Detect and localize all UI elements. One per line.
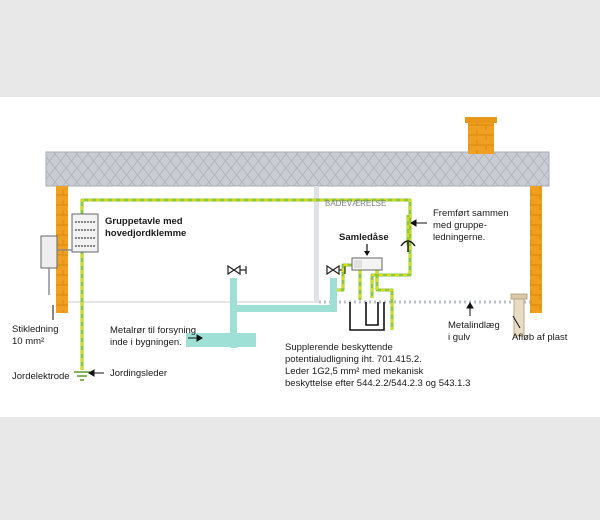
drain-icon: [510, 293, 528, 337]
label-supplerende-3: Leder 1G2,5 mm² med mekanisk: [285, 366, 424, 377]
label-metalindlaeg-2: i gulv: [448, 332, 470, 343]
chimney: [468, 120, 494, 154]
label-jordingsleder: Jordingsleder: [110, 368, 167, 379]
water-supply-pipe: [186, 278, 337, 348]
label-afloeb: Afløb af plast: [512, 332, 568, 343]
arrow-icon: [364, 251, 370, 256]
label-gruppetavle-1: Gruppetavle med: [105, 216, 183, 227]
label-metalindlaeg-1: Metalindlæg: [448, 320, 500, 331]
chimney-cap: [465, 117, 497, 123]
label-stikledning-1: Stikledning: [12, 324, 58, 335]
pointer-arrows: [52, 219, 521, 377]
label-fremfoert-2: med gruppe-: [433, 220, 487, 231]
diagram-background: [0, 97, 600, 417]
right-wall: [530, 186, 542, 313]
bonding-conductor: [349, 302, 385, 331]
label-metalroer-2: inde i bygningen.: [110, 337, 182, 348]
label-fremfoert-3: ledningerne.: [433, 232, 485, 243]
label-supplerende-4: beskyttelse efter 544.2.2/544.2.3 og 543…: [285, 378, 470, 389]
bathroom-wall: [314, 186, 319, 303]
valve-icon: [227, 264, 247, 276]
label-supplerende-1: Supplerende beskyttende: [285, 342, 393, 353]
distribution-board: [71, 213, 99, 253]
outlet-icon: [400, 240, 416, 252]
label-badevaerelse: BADEVÆRELSE: [325, 199, 386, 208]
label-jordelektrode: Jordelektrode: [12, 371, 70, 382]
label-supplerende-2: potentialudligning iht. 701.415.2.: [285, 354, 422, 365]
label-stikledning-2: 10 mm²: [12, 336, 44, 347]
junction-box: [351, 257, 383, 271]
meter-box: [40, 235, 72, 295]
label-samledaase: Samledåse: [339, 232, 389, 243]
label-gruppetavle-2: hovedjordklemme: [105, 228, 186, 239]
label-metalroer-1: Metalrør til forsyning: [110, 325, 196, 336]
roof: [45, 151, 550, 187]
label-fremfoert-1: Fremført sammen: [433, 208, 508, 219]
earth-electrode-icon: [74, 371, 90, 381]
